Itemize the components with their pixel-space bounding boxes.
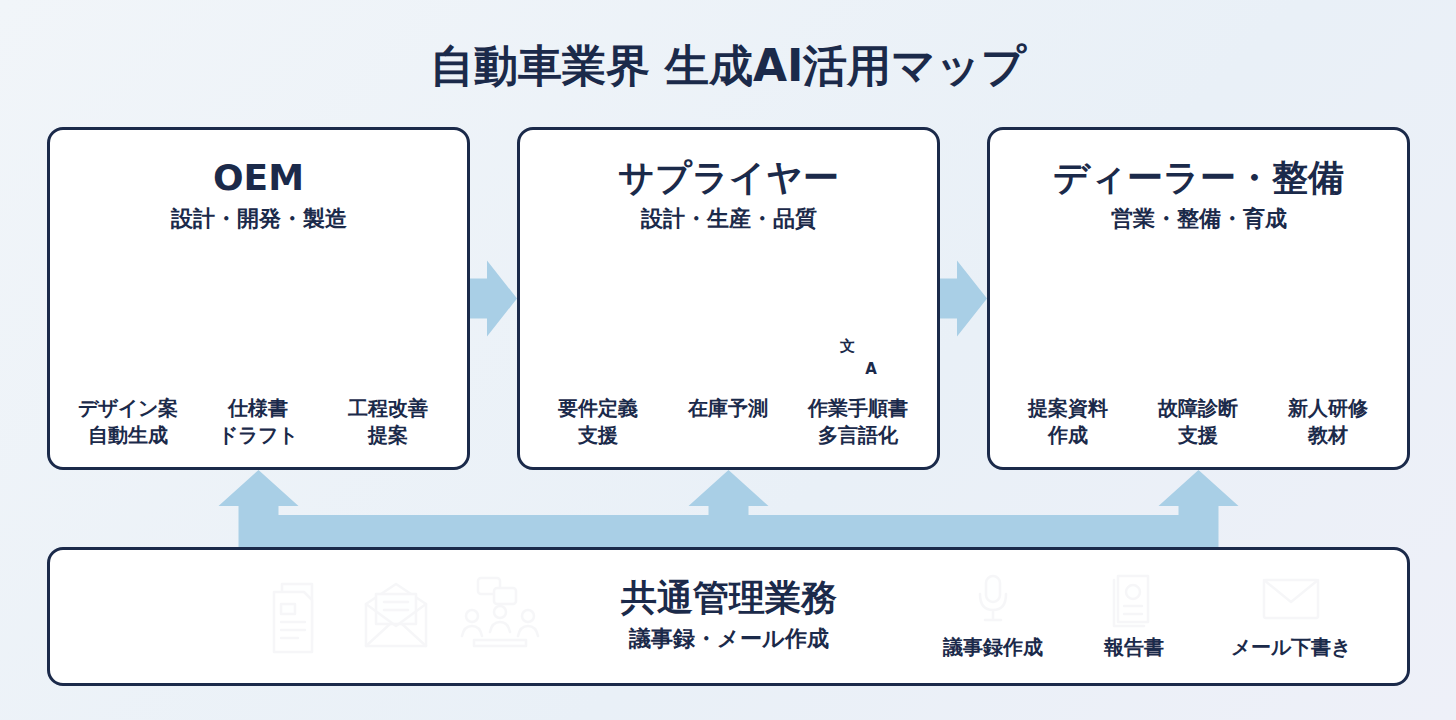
panel-subheading: 設計・開発・製造 — [171, 205, 347, 234]
stage-panel: OEM 設計・開発・製造 — [47, 127, 470, 470]
stage-panel: サプライヤー設計・生産・品質 — [517, 127, 940, 470]
panel-heading: 共通管理業務 — [621, 576, 837, 619]
diagram-title: 自動車業界 生成AI活用マップ — [0, 40, 1456, 93]
common-band: 共通管理業務議事録・メール作成 — [47, 547, 1410, 686]
panel-heading: ディーラー・整備 — [1053, 156, 1344, 199]
panel-subheading: 議事録・メール作成 — [629, 625, 829, 654]
panel-heading: OEM — [213, 156, 304, 199]
flow-arrow — [940, 261, 987, 337]
flow-arrow — [219, 470, 299, 547]
stage-panel: ディーラー・整備営業・整備・育成 — [987, 127, 1410, 470]
panel-heading: サプライヤー — [618, 156, 839, 199]
panel-subheading: 設計・生産・品質 — [641, 205, 817, 234]
flow-arrow — [689, 470, 769, 547]
flow-arrow — [1159, 470, 1239, 547]
flow-arrow — [470, 261, 517, 337]
panel-subheading: 営業・整備・育成 — [1111, 205, 1287, 234]
